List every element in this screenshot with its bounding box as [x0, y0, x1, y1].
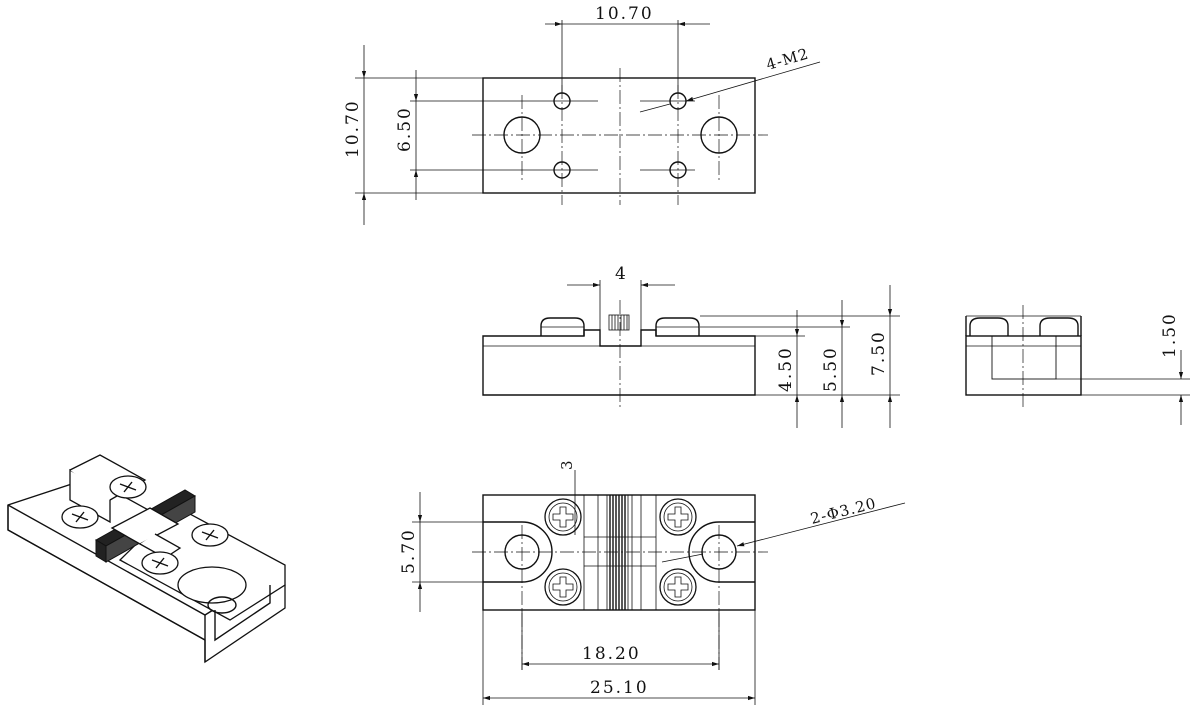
screw-icon — [659, 568, 697, 606]
dim-top-height: 10.70 — [343, 99, 363, 158]
dim-top-width: 10.70 — [595, 4, 654, 24]
side-view-outline — [965, 335, 1082, 396]
dim-3: 3 — [558, 459, 576, 470]
dim-4-50: 4.50 — [776, 346, 796, 392]
comb-teeth — [608, 314, 630, 331]
dim-slot-width: 4 — [615, 264, 628, 284]
top-view: 10.70 10.70 6.50 4-M2 — [343, 4, 821, 225]
bottom-view: 3 5.70 2-Φ3.20 18.20 25.10 — [399, 459, 906, 705]
dim-hole-spacing: 6.50 — [395, 106, 415, 152]
thread-note: 4-M2 — [764, 45, 811, 74]
side-hidden-slot — [991, 335, 1057, 380]
screw-icon — [659, 498, 697, 536]
isometric-view — [7, 454, 286, 664]
screw-icon — [544, 498, 582, 536]
comb-strip — [606, 495, 633, 610]
dim-18-20: 18.20 — [582, 644, 641, 664]
side-view: 1.50 — [965, 305, 1190, 425]
front-view: 4 4.50 5.50 7.50 — [482, 264, 900, 428]
top-view-outline — [482, 77, 756, 194]
dim-5-70: 5.70 — [399, 528, 419, 574]
hole-note: 2-Φ3.20 — [809, 494, 879, 528]
dim-1-50: 1.50 — [1160, 312, 1180, 358]
screw-icon — [544, 568, 582, 606]
iso-screw-icon — [61, 475, 229, 575]
dim-7-50: 7.50 — [869, 330, 889, 376]
front-view-outline — [482, 329, 756, 396]
dim-5-50: 5.50 — [821, 346, 841, 392]
dim-25-10: 25.10 — [590, 678, 649, 698]
